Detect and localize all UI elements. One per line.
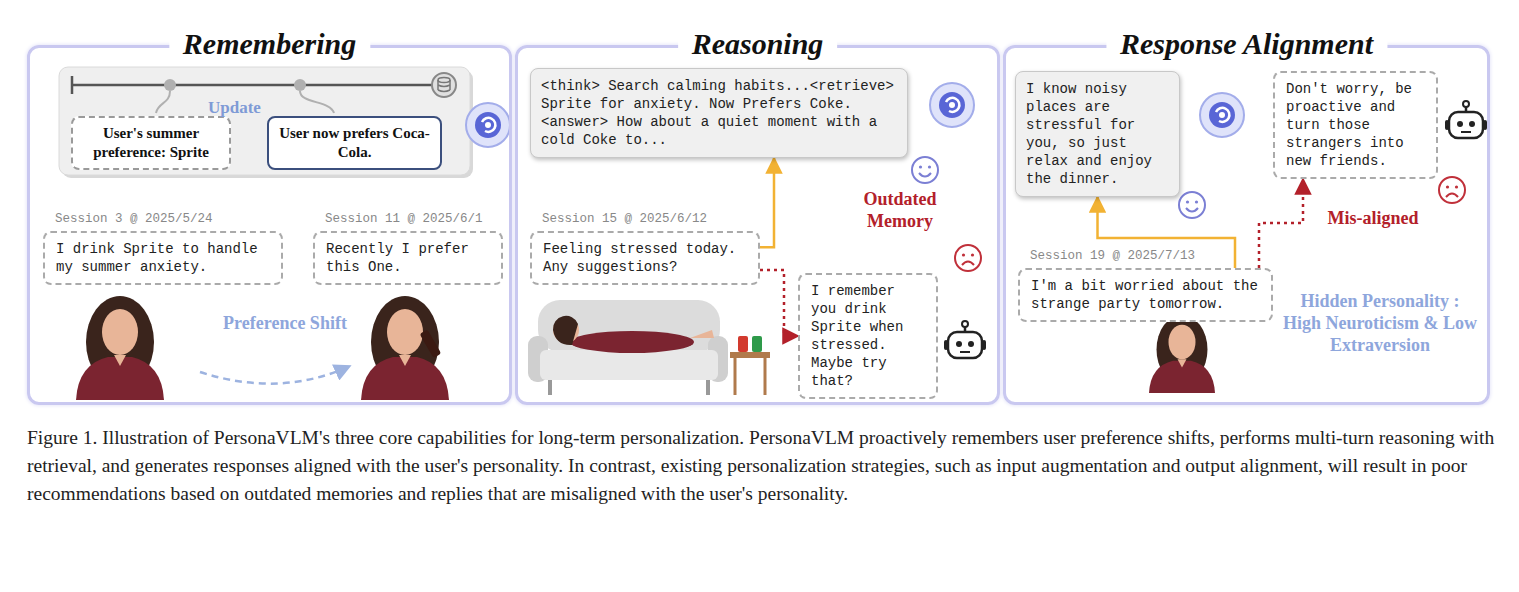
shift-label: Preference Shift (210, 312, 360, 334)
timeline-box (156, 91, 170, 113)
bottle (420, 329, 442, 358)
timeline: User's summer preference: Sprite User now… (62, 70, 473, 178)
session-label: Session 19 @ 2025/7/13 (1028, 248, 1197, 264)
timeline-box (72, 76, 432, 94)
panel: User's summer preference: Sprite User now… (27, 45, 512, 405)
session-label: Session 3 @ 2025/5/24 (53, 211, 215, 227)
timeline-box (164, 79, 176, 91)
user-bubble: Session 19 @ 2025/7/13I'm a bit worried … (1018, 268, 1273, 322)
timeline-box (294, 79, 306, 91)
warning-label: Mis-aligned (1308, 207, 1438, 229)
update-label: Update (208, 98, 261, 118)
memory-box: User's summer preference: Sprite (71, 116, 231, 170)
figure-caption: Figure 1. Illustration of PersonaVLM's t… (27, 424, 1497, 508)
logo-instances (1200, 93, 1244, 137)
user-bubble: Session 3 @ 2025/5/24I drink Sprite to h… (43, 231, 283, 285)
panel-title: Response Alignment (1106, 26, 1387, 62)
logo-instances (466, 103, 510, 147)
couch-scene (550, 380, 708, 395)
timeline-box (59, 67, 473, 178)
bubble-text: I know noisy places are stressful for yo… (1026, 80, 1169, 188)
couch-scene (570, 331, 694, 353)
user-bubble: Session 15 @ 2025/6/12Feeling stressed t… (530, 231, 760, 285)
connector-arrow (760, 158, 774, 247)
session-label: Session 11 @ 2025/6/1 (323, 211, 485, 227)
personality-label: Hidden Personality : High Neuroticism & … (1280, 290, 1480, 356)
face-icons (912, 157, 938, 183)
couch-scene (540, 350, 718, 380)
bubble-text: I drink Sprite to handle my summer anxie… (56, 240, 270, 276)
bubble-text: I remember you drink Sprite when stresse… (811, 282, 925, 390)
session-label: Session 15 @ 2025/6/12 (540, 211, 709, 227)
women-figures (76, 296, 164, 400)
preference-shift-arrow (200, 366, 350, 384)
couch-scene (738, 336, 748, 352)
face-icons (955, 245, 981, 271)
robot-instances (1445, 101, 1487, 138)
bubble-text: <think> Search calming habits...<retriev… (541, 77, 897, 149)
panel-title: Reasoning (678, 26, 838, 62)
bubble-text: User's summer preference: Sprite (81, 124, 221, 162)
bubble-text: User now prefers Coca-Cola. (277, 124, 432, 162)
panel-title: Remembering (169, 26, 370, 62)
bubble-text: Recently I prefer this One. (326, 240, 490, 276)
logo-instances (930, 83, 974, 127)
timeline-box (59, 67, 470, 175)
couch-scene (730, 352, 770, 358)
user-bubble: Session 11 @ 2025/6/1Recently I prefer t… (313, 231, 503, 285)
database-icon (432, 73, 456, 97)
women-figures (1149, 315, 1215, 393)
memory-box: User now prefers Coca-Cola. (267, 116, 442, 170)
reasoning-bubble: <think> Search calming habits...<retriev… (530, 68, 908, 158)
timeline-box (300, 91, 334, 113)
couch-scene (735, 358, 765, 395)
database-icon (438, 80, 450, 92)
robot-bubble: I remember you drink Sprite when stresse… (798, 273, 938, 399)
robot-instances (944, 321, 986, 358)
preference-shift-arrow (200, 366, 350, 384)
connector-arrow (760, 270, 798, 336)
couch-scene (528, 300, 770, 395)
couch-scene (538, 300, 720, 352)
database-icon (432, 73, 456, 97)
couch-scene (553, 316, 578, 345)
bubble-text: Feeling stressed today. Any suggestions? (543, 240, 747, 276)
couch-scene (690, 330, 714, 338)
timeline-box (62, 70, 473, 178)
women-figures (361, 296, 449, 400)
couch-scene (752, 336, 762, 352)
aligned-bubble: I know noisy places are stressful for yo… (1015, 71, 1180, 197)
face-icons (1439, 177, 1465, 203)
bubble-text: Don't worry, be proactive and turn those… (1286, 80, 1425, 170)
connector-arrow (1259, 179, 1303, 268)
database-icon (438, 78, 450, 83)
robot-bubble: Don't worry, be proactive and turn those… (1273, 71, 1438, 179)
face-icons (1179, 192, 1205, 218)
bubble-text: I'm a bit worried about the strange part… (1031, 277, 1260, 313)
warning-label: Outdated Memory (830, 188, 970, 232)
